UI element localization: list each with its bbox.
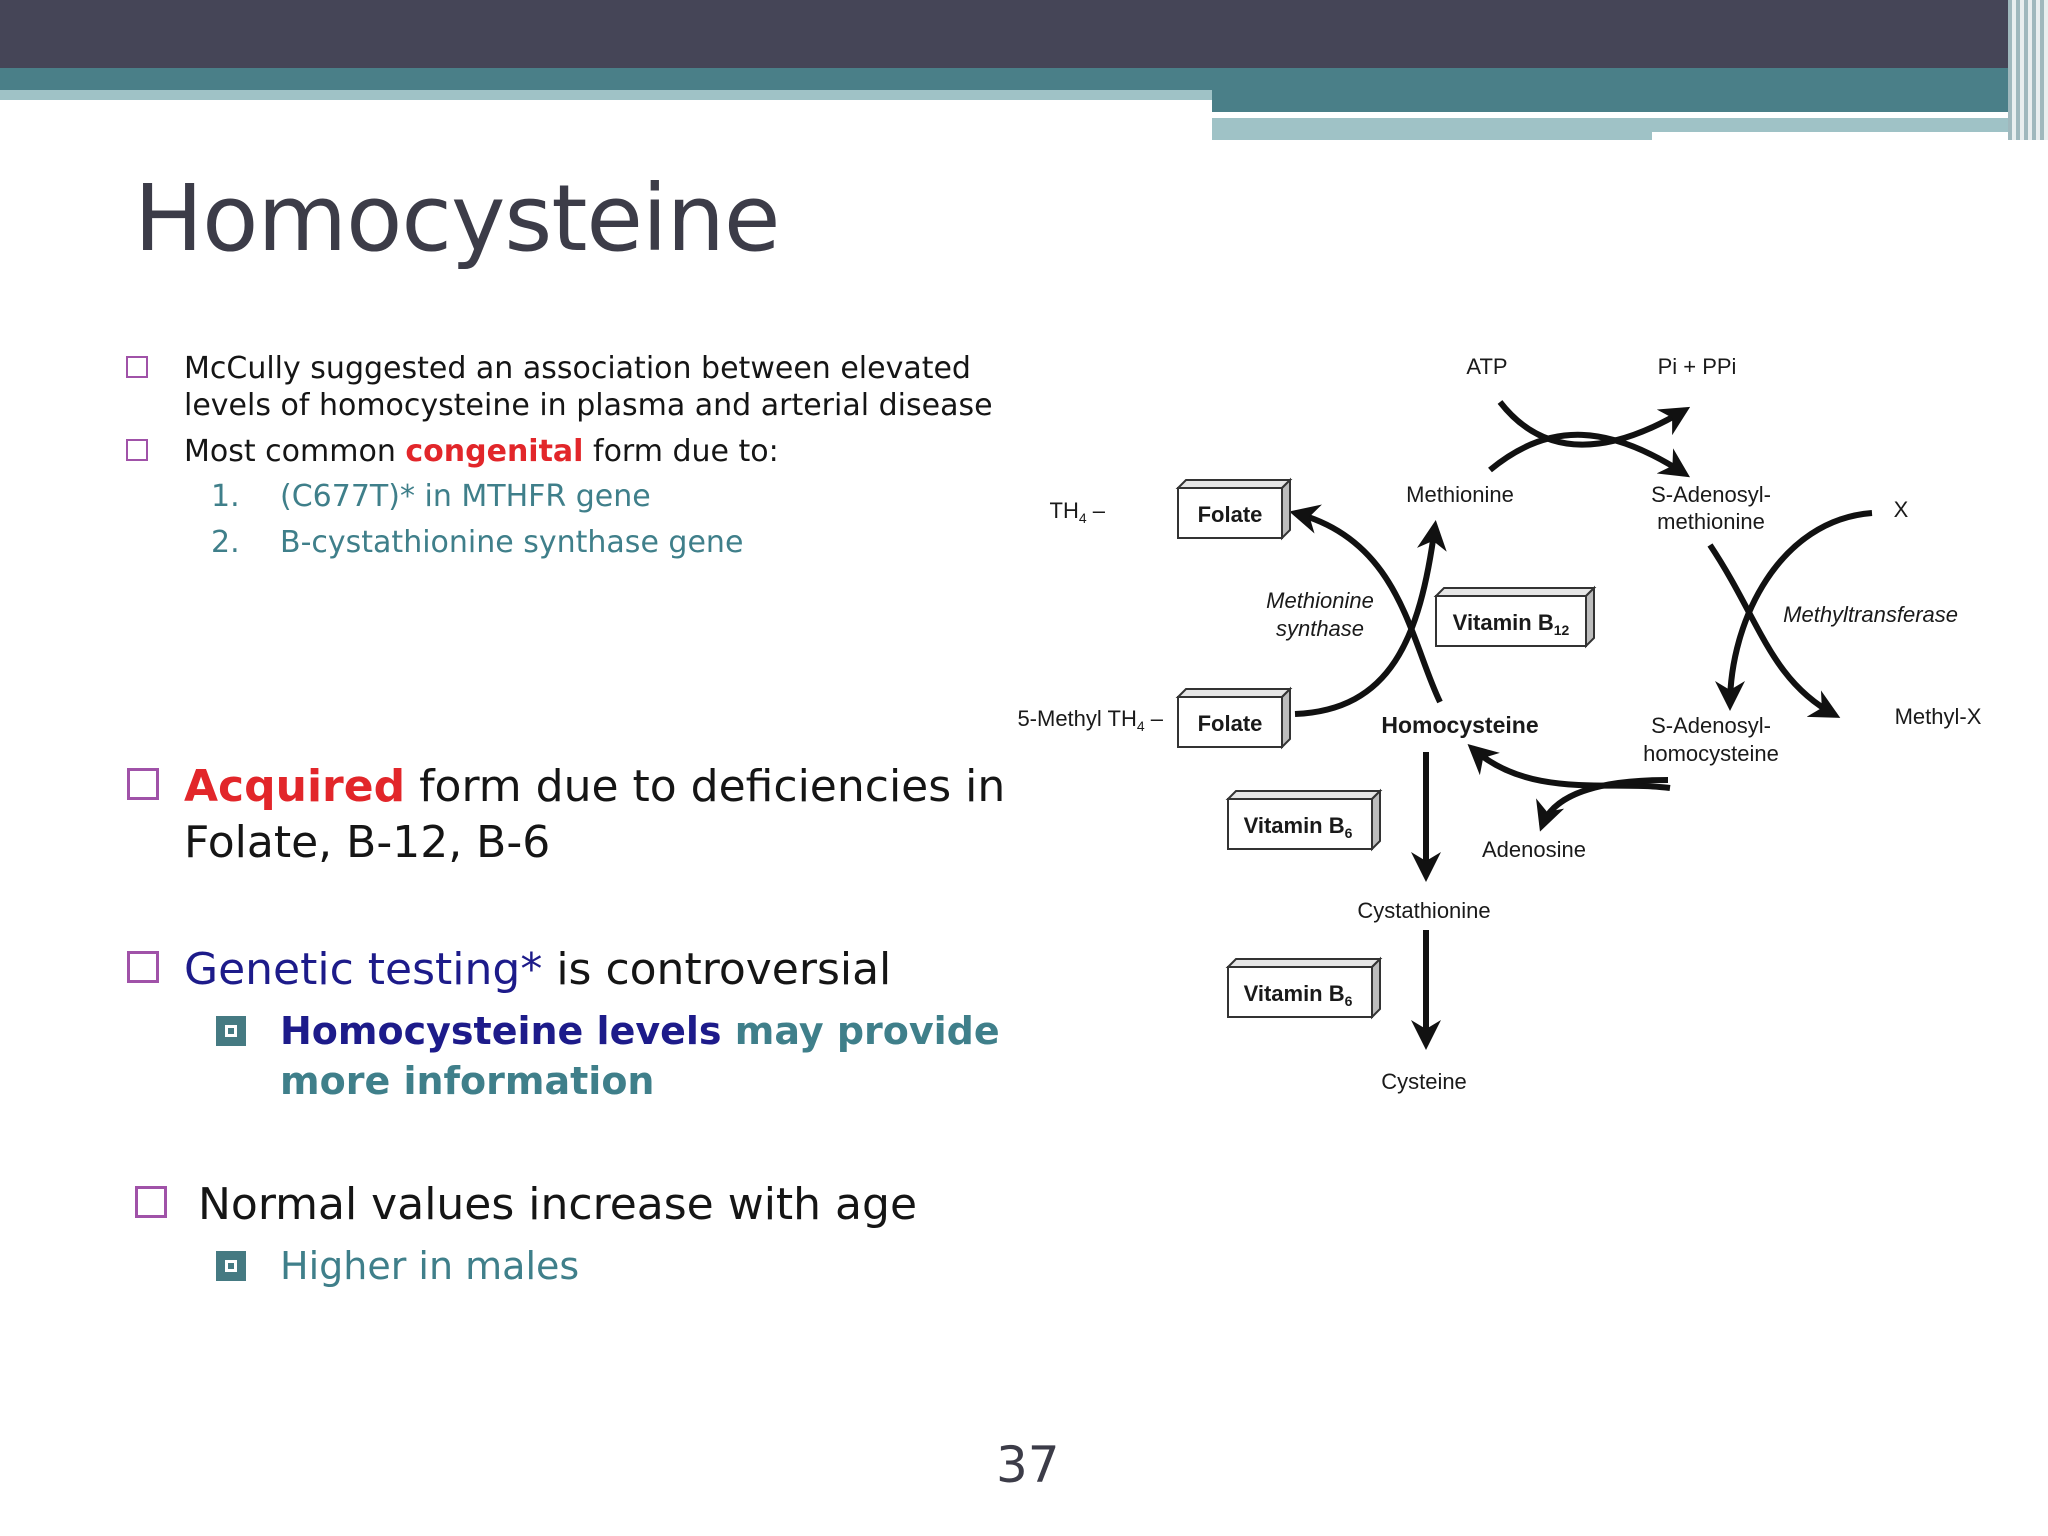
bullet-acquired: Acquired form due to deficiencies in Fol… <box>184 759 1005 871</box>
homocysteine-pathway-diagram: ATP Pi + PPi Methionine S-Adenosyl- meth… <box>1017 354 1982 1094</box>
header-divider-line <box>1212 112 1897 118</box>
sub-bullet-square-icon <box>216 1251 246 1281</box>
arrow-sah-to-adenosine <box>1536 777 1669 832</box>
bullet-congenital-pre: Most common <box>184 434 406 469</box>
label-methyl-x: Methyl-X <box>1895 704 1982 729</box>
label-sam-line2: methionine <box>1657 509 1765 534</box>
bullet-genetic-emphasis: Genetic testing* <box>184 944 543 995</box>
sub-item-cbs: B-cystathionine synthase gene <box>280 525 744 560</box>
vitamin-b6-sub-2: 6 <box>1345 993 1353 1009</box>
label-homocysteine: Homocysteine <box>1381 712 1538 738</box>
sub-bullet-higher-males: Higher in males <box>280 1244 580 1288</box>
bullet-genetic-testing: Genetic testing* is controversial <box>184 942 891 998</box>
vitamin-b12-text: Vitamin B <box>1453 610 1554 635</box>
bullet-mccully-line2: levels of homocysteine in plasma and art… <box>184 388 993 423</box>
label-5-methyl-th4-prefix: 5-Methyl TH <box>1017 706 1136 731</box>
folate-box-top: Folate <box>1175 477 1293 541</box>
bullet-mccully: McCully suggested an association between… <box>184 350 993 424</box>
vitamin-b6-label-2: Vitamin B6 <box>1244 981 1353 1009</box>
vitamin-b12-box: Vitamin B12 <box>1433 585 1597 649</box>
label-5-methyl-th4: 5-Methyl TH4 – <box>1017 706 1163 734</box>
label-methionine: Methionine <box>1406 482 1514 507</box>
bullet-acquired-emphasis: Acquired <box>184 761 406 812</box>
vitamin-b6-text-1: Vitamin B <box>1244 813 1345 838</box>
label-methionine-synthase-line2: synthase <box>1276 616 1364 641</box>
label-th4: TH4 – <box>1050 498 1106 526</box>
label-th4-prefix: TH <box>1050 498 1079 523</box>
arrow-homocysteine-to-folate <box>1289 504 1443 704</box>
sub-bullet-homocysteine-line1: may provide <box>721 1009 1000 1053</box>
label-cystathionine: Cystathionine <box>1357 898 1490 923</box>
label-th4-sub: 4 <box>1079 510 1087 526</box>
label-5-methyl-th4-dash: – <box>1145 706 1164 731</box>
vitamin-b6-label-1: Vitamin B6 <box>1244 813 1353 841</box>
arrow-atp-to-pippi <box>1497 400 1691 448</box>
folate-box-bottom: Folate <box>1175 686 1293 750</box>
label-x: X <box>1894 497 1909 522</box>
header-divider-line-2 <box>1652 132 2012 140</box>
bullet-box-icon <box>126 439 148 461</box>
folate-label-top: Folate <box>1198 502 1263 527</box>
label-sah-line2: homocysteine <box>1643 741 1779 766</box>
vitamin-b6-text-2: Vitamin B <box>1244 981 1345 1006</box>
bullet-box-icon <box>126 356 148 378</box>
label-atp: ATP <box>1466 354 1507 379</box>
page-number: 37 <box>996 1436 1060 1494</box>
sub-item-number-2: 2. <box>211 525 240 560</box>
header-bar-dark <box>0 0 2048 68</box>
arrow-sam-to-methylx <box>1707 543 1841 718</box>
label-sah-line1: S-Adenosyl- <box>1651 713 1771 738</box>
header-bar-teal-right <box>1212 68 2012 112</box>
arrow-methionine-to-sam <box>1488 431 1691 478</box>
label-5-methyl-th4-sub: 4 <box>1137 718 1145 734</box>
slide-title: Homocysteine <box>134 165 780 272</box>
sub-bullet-square-icon <box>216 1016 246 1046</box>
bullet-acquired-line2: Folate, B-12, B-6 <box>184 817 551 868</box>
vitamin-b6-box-1: Vitamin B6 <box>1225 788 1383 852</box>
header-stripes <box>2008 0 2048 140</box>
vitamin-b12-label: Vitamin B12 <box>1453 610 1570 638</box>
label-methionine-synthase-line1: Methionine <box>1266 588 1374 613</box>
label-adenosine: Adenosine <box>1482 837 1586 862</box>
label-sam-line1: S-Adenosyl- <box>1651 482 1771 507</box>
header-bar-light <box>0 90 1212 100</box>
bullet-congenital-emphasis: congenital <box>405 434 584 469</box>
arrow-x-to-sah <box>1715 510 1873 711</box>
bullet-genetic-rest: is controversial <box>542 944 892 995</box>
bullet-box-icon <box>127 951 159 983</box>
bullet-congenital: Most common congenital form due to: <box>184 433 779 470</box>
label-th4-dash: – <box>1087 498 1106 523</box>
label-pi-ppi: Pi + PPi <box>1658 354 1737 379</box>
sub-item-number-1: 1. <box>211 479 240 514</box>
arrow-sah-to-homocysteine <box>1467 743 1671 791</box>
bullet-mccully-line1: McCully suggested an association between… <box>184 351 971 386</box>
vitamin-b6-box-2: Vitamin B6 <box>1225 956 1383 1020</box>
sub-bullet-homocysteine-line2: more information <box>280 1059 655 1103</box>
label-methyltransferase: Methyltransferase <box>1783 602 1958 627</box>
bullet-acquired-line1: form due to deficiencies in <box>405 761 1006 812</box>
bullet-box-icon <box>127 768 159 800</box>
vitamin-b6-sub-1: 6 <box>1345 825 1353 841</box>
vitamin-b12-sub: 12 <box>1554 622 1570 638</box>
label-cysteine: Cysteine <box>1381 1069 1467 1094</box>
sub-bullet-homocysteine-emphasis: Homocysteine levels <box>280 1009 722 1053</box>
bullet-normal-values: Normal values increase with age <box>198 1179 918 1230</box>
bullet-box-icon <box>135 1186 167 1218</box>
folate-label-bottom: Folate <box>1198 711 1263 736</box>
bullet-congenital-post: form due to: <box>583 434 779 469</box>
sub-bullet-homocysteine-levels: Homocysteine levels may provide more inf… <box>280 1006 1000 1106</box>
header-bar-teal <box>0 68 1212 90</box>
sub-item-mthfr: (C677T)* in MTHFR gene <box>280 479 651 514</box>
arrow-5methyl-to-methionine <box>1294 520 1447 717</box>
